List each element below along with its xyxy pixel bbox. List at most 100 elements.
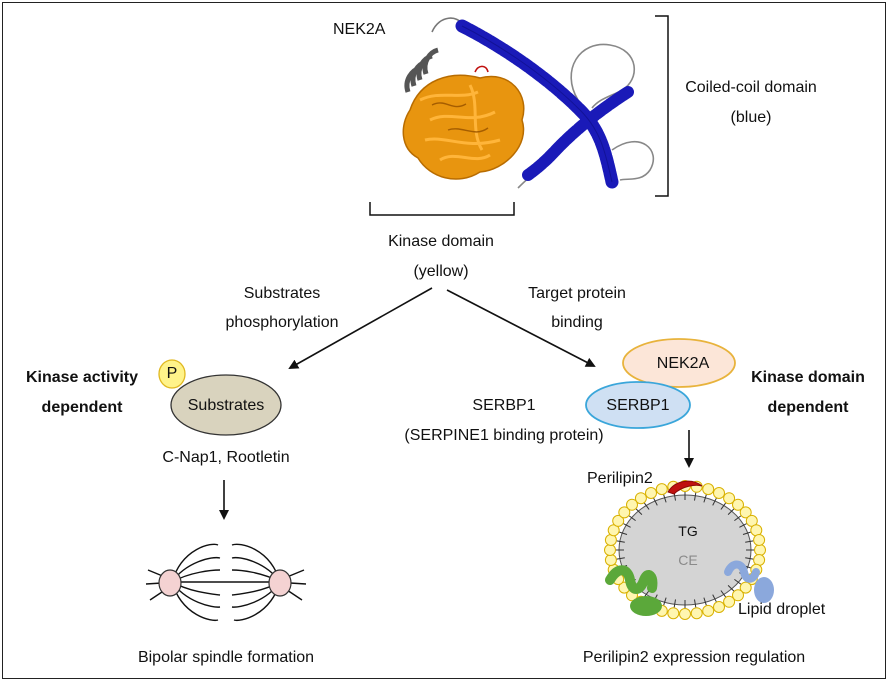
arrow-to-target-binding <box>446 289 596 367</box>
phospholipid-bead <box>732 589 744 602</box>
lipid-tail <box>673 599 676 608</box>
phospholipid-bead <box>612 514 625 527</box>
spindle-pole-right <box>268 569 292 597</box>
coiled-coil-bracket <box>655 15 669 197</box>
serbp1-partner-line2: (SERPINE1 binding protein) <box>404 427 604 444</box>
coiled-coil-color-label: (blue) <box>730 109 772 126</box>
serbp1-partner-line1: SERBP1 <box>472 397 536 414</box>
phospholipid-bead <box>655 483 668 496</box>
lipid-tail <box>694 599 697 608</box>
kinase-domain-color-label: (yellow) <box>413 263 469 280</box>
lipid-tail <box>734 515 742 522</box>
target-binding-line1: Target protein <box>528 285 626 302</box>
lipid-tail <box>727 508 735 515</box>
lipid-tail <box>643 590 650 598</box>
serbp1-oval <box>585 381 691 429</box>
phospholipid-bead <box>753 534 766 546</box>
blue-protein-shape <box>724 560 760 583</box>
substrate-examples-label: C-Nap1, Rootletin <box>162 449 290 466</box>
phospholipid-bead <box>667 607 680 620</box>
phospholipid-bead <box>739 581 752 594</box>
blue-protein-tail <box>754 577 774 603</box>
lipid-tail <box>616 540 625 543</box>
bipolar-spindle-label: Bipolar spindle formation <box>137 649 315 666</box>
lipid-tail <box>619 531 628 535</box>
phospholipid-bead <box>713 487 725 499</box>
kinase-domain-bracket <box>369 202 515 216</box>
substrates-phosphorylation-line1: Substrates <box>243 285 321 302</box>
lipid-tail <box>742 531 751 535</box>
lipid-tail <box>720 590 727 598</box>
substrates-ellipse <box>170 374 282 436</box>
ce-label: CE <box>678 552 698 568</box>
green-protein-tail <box>630 596 662 616</box>
nek2a-oval-label: NEK2A <box>656 355 710 372</box>
kinase-domain-dependent-line2: dependent <box>767 399 849 416</box>
coiled-coil-structure <box>455 19 634 189</box>
lipid-tail <box>712 594 717 602</box>
phospholipid-bead <box>626 498 638 511</box>
lipid-tail <box>663 494 667 503</box>
perilipin2-shape <box>667 480 703 495</box>
lipid-tail <box>653 498 658 506</box>
lipid-tail <box>727 585 735 592</box>
nek2a-title: NEK2A <box>333 21 386 38</box>
gray-loop-lower-right <box>611 140 655 181</box>
perilipin2-regulation-label: Perilipin2 expression regulation <box>582 649 806 666</box>
substrates-phosphorylation-line2: phosphorylation <box>225 314 339 331</box>
phospholipid-bead <box>604 544 616 556</box>
nek2a-oval <box>622 338 736 388</box>
phospholipid-bead <box>690 607 703 620</box>
tg-label: TG <box>678 523 698 539</box>
phospholipid-bead <box>702 483 715 496</box>
serbp1-oval-label: SERBP1 <box>606 397 670 414</box>
phospholipid-bead <box>753 554 766 566</box>
lipid-tail <box>712 498 717 506</box>
phospho-badge-shape <box>158 359 186 389</box>
spindle-pole-left <box>158 569 182 597</box>
lipid-tail <box>734 578 742 585</box>
lipid-tail <box>643 502 650 510</box>
lipid-tail <box>703 494 707 503</box>
phospholipid-bead <box>634 492 647 505</box>
phospholipid-bead <box>723 595 736 608</box>
kinase-domain-structure <box>402 65 525 180</box>
phospholipid-bead <box>604 554 617 566</box>
lipid-tail <box>628 515 636 522</box>
phospholipid-bead <box>713 601 725 613</box>
lipid-droplet-label: Lipid droplet <box>738 601 826 618</box>
substrates-label: Substrates <box>187 397 265 414</box>
kinase-activity-dependent-line2: dependent <box>41 399 123 416</box>
lipid-tail <box>720 502 727 510</box>
phospholipid-bead <box>750 524 763 537</box>
phospholipid-bead <box>732 498 744 511</box>
kinase-activity-dependent-line1: Kinase activity <box>25 369 139 386</box>
phospholipid-bead <box>645 487 657 499</box>
phospho-badge-label: P <box>166 365 178 382</box>
lipid-tail <box>616 557 625 560</box>
perilipin2-label: Perilipin2 <box>587 470 653 487</box>
phospholipid-bead <box>604 534 617 546</box>
phospholipid-bead <box>723 492 736 505</box>
lipid-droplet-illustration <box>604 480 774 620</box>
coiled-coil-label: Coiled-coil domain <box>685 79 817 96</box>
phospholipid-bead <box>618 506 631 519</box>
lipid-tail <box>745 540 754 543</box>
green-protein-shape <box>605 565 658 594</box>
lipid-tail <box>694 492 697 501</box>
lipid-tail <box>703 597 707 606</box>
lipid-tail <box>623 523 631 528</box>
target-binding-line2: binding <box>551 314 603 331</box>
lipid-tail <box>635 508 643 515</box>
lipid-tail <box>745 557 754 560</box>
kinase-domain-dependent-line1: Kinase domain <box>751 369 865 386</box>
kinase-domain-label: Kinase domain <box>388 233 494 250</box>
phospholipid-bead <box>702 604 715 617</box>
phospholipid-bead <box>679 608 691 620</box>
phospholipid-bead <box>739 506 752 519</box>
gray-loop-right <box>570 43 635 109</box>
lipid-tail <box>739 523 747 528</box>
phospholipid-bead <box>754 544 766 556</box>
